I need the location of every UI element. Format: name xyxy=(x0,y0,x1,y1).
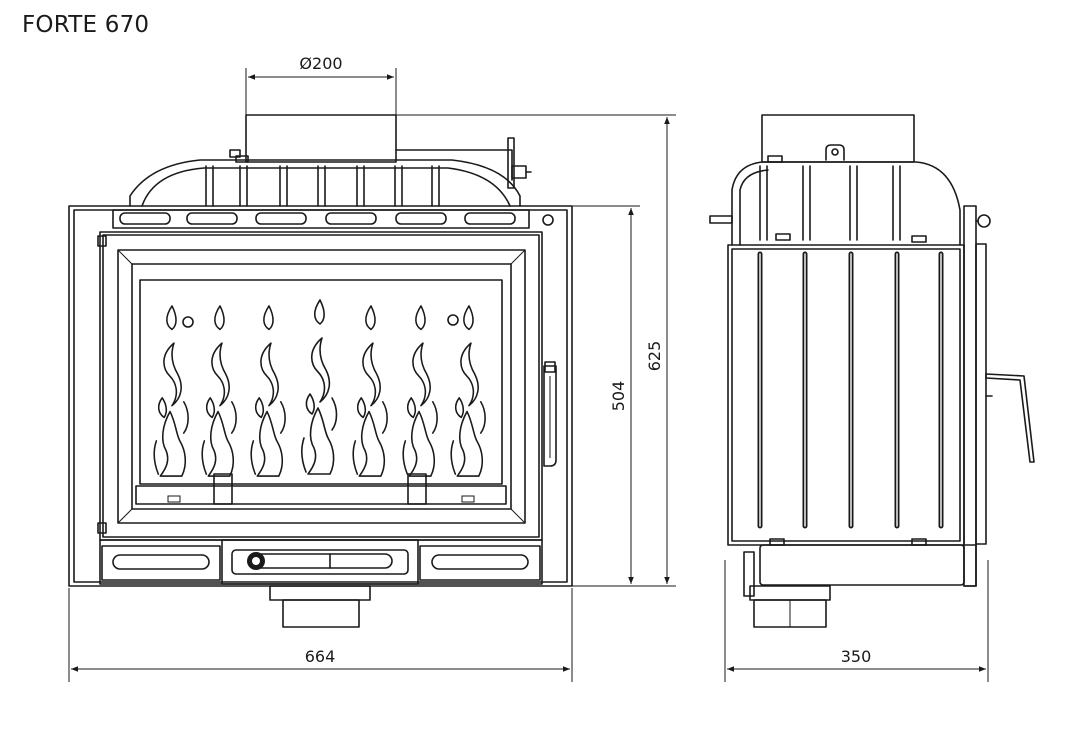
door-frame xyxy=(99,231,543,541)
flame-icon xyxy=(153,305,189,477)
side-ribs xyxy=(760,254,941,526)
bottom-air-panel xyxy=(99,539,543,585)
firebox-back xyxy=(139,279,503,485)
hinge-bottom xyxy=(97,522,107,534)
door-handle xyxy=(543,365,557,467)
depth-label: 350 xyxy=(841,647,872,666)
drawing-title: FORTE 670 xyxy=(22,12,150,38)
flame-decoration xyxy=(153,299,486,477)
side-front-frame xyxy=(963,205,977,587)
side-hood xyxy=(731,161,961,246)
dimension-width: 664 xyxy=(68,588,573,682)
bottom-flue xyxy=(269,585,371,601)
dimension-flue-diameter: Ø200 xyxy=(245,54,397,116)
side-rod xyxy=(709,215,733,224)
front-outer-frame xyxy=(68,205,573,587)
hinge-top xyxy=(97,235,107,247)
side-base xyxy=(759,544,965,586)
flue-diameter-label: Ø200 xyxy=(299,54,342,73)
front-view xyxy=(68,114,573,628)
flame-icon xyxy=(352,305,388,477)
flame-icon xyxy=(301,299,338,475)
side-body xyxy=(727,244,965,546)
heat-chamber xyxy=(129,159,521,207)
flame-icon xyxy=(402,305,438,477)
dimension-depth: 350 xyxy=(724,560,989,682)
flue-collar-top xyxy=(245,114,397,163)
flame-icon xyxy=(250,305,286,477)
dimension-height-body: 504 xyxy=(572,205,640,587)
side-door-handle xyxy=(985,373,1035,463)
dimension-height-total: 625 xyxy=(396,114,676,587)
height-total-label: 625 xyxy=(645,341,664,372)
side-view xyxy=(709,114,1035,628)
flame-icon xyxy=(201,305,237,477)
flame-icon xyxy=(450,305,486,477)
top-vents xyxy=(112,209,554,229)
flue-collar-side xyxy=(761,114,915,163)
glass-outer xyxy=(117,249,526,524)
width-label: 664 xyxy=(305,647,336,666)
height-body-label: 504 xyxy=(609,381,628,412)
